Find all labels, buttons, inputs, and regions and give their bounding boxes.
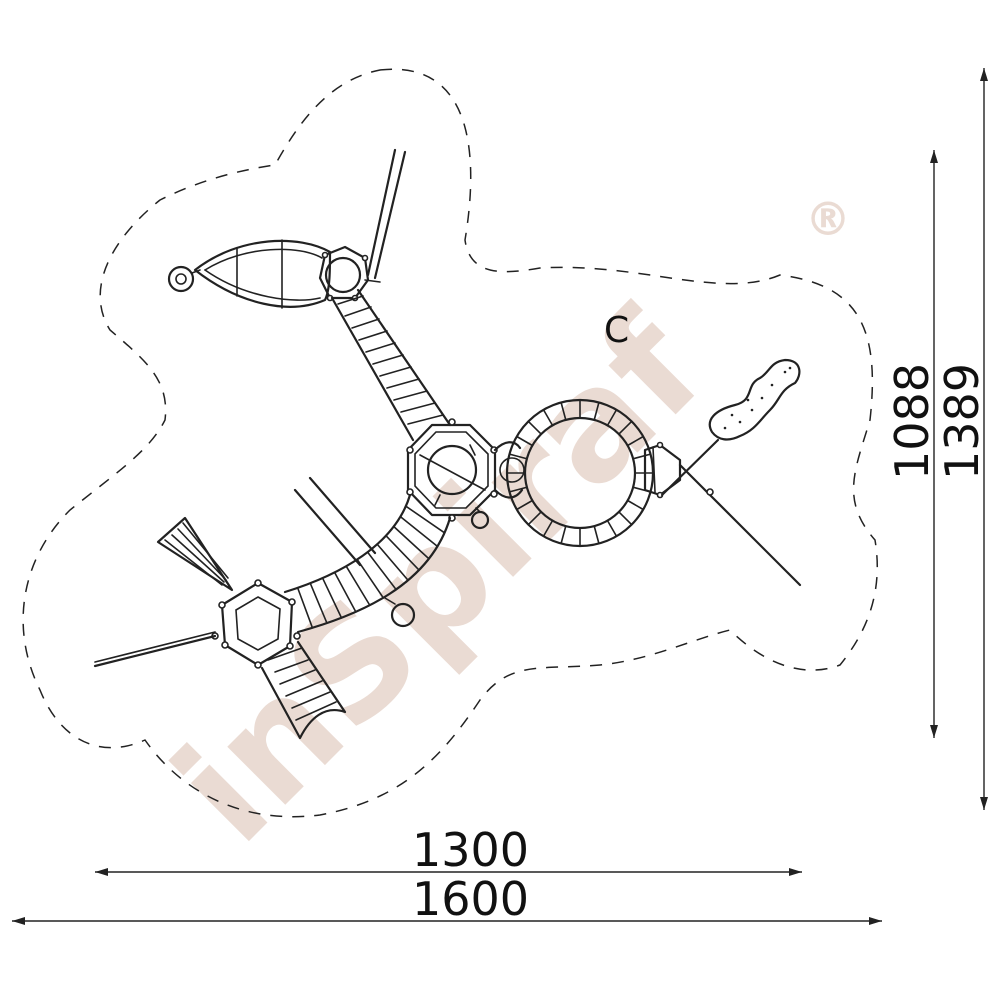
ring-rung	[626, 499, 645, 511]
watermark-text: inSpiraf	[142, 281, 737, 876]
dimension-width-outer	[12, 917, 882, 925]
dimension-height-inner	[930, 150, 938, 738]
curved-rung	[366, 551, 397, 591]
triangle-net	[156, 516, 234, 592]
ring-rung	[527, 420, 542, 435]
brand-watermark: inSpiraf	[142, 281, 737, 876]
curved-rung	[321, 577, 343, 619]
curved-rung	[345, 565, 371, 607]
watermark-registered-mark: ®	[805, 192, 851, 246]
slide	[260, 640, 347, 740]
curved-rung	[333, 571, 357, 613]
curved-rung	[356, 558, 385, 599]
ring-rung	[560, 525, 567, 545]
dimension-height-outer	[980, 68, 988, 810]
curved-rung	[376, 543, 409, 582]
curved-rung	[309, 582, 328, 624]
height-outer-label: 1389	[935, 363, 989, 480]
curved-ladder-bridge	[283, 493, 452, 634]
dimension-width-inner	[95, 868, 802, 876]
ring-rung	[606, 519, 618, 538]
ring-rung	[593, 401, 600, 421]
ring-rung	[618, 511, 633, 526]
boat-platform	[167, 239, 332, 309]
right-tower	[643, 438, 802, 587]
ring-rungs	[506, 399, 654, 547]
ladder-bridge-upper	[330, 288, 452, 442]
ring-rung	[508, 486, 528, 493]
top-railings	[364, 148, 407, 283]
wavy-climbing-board	[708, 358, 801, 441]
width-inner-label: 1300	[412, 823, 529, 877]
curved-rung	[405, 505, 446, 534]
ring-rung	[527, 511, 542, 526]
ring-rung	[542, 519, 554, 538]
zone-label: C	[604, 310, 629, 351]
long-pole	[93, 631, 217, 668]
ring-rung	[508, 453, 528, 460]
curved-rung	[399, 515, 439, 548]
central-tower	[406, 418, 498, 530]
bridge-ring	[384, 597, 416, 628]
curved-rung	[385, 534, 420, 571]
ring-rung	[618, 420, 633, 435]
ring-rung	[515, 499, 534, 511]
ring-rung	[593, 525, 600, 545]
ring-rung	[542, 408, 554, 427]
curved-rung	[296, 587, 314, 629]
safety-zone-outline	[22, 68, 879, 818]
curved-ladder-rungs	[296, 505, 446, 629]
lower-tower	[211, 579, 301, 669]
diagonal-poles	[293, 476, 377, 567]
curved-rung	[392, 525, 430, 560]
ring-rung	[632, 453, 652, 460]
ring-rung	[560, 401, 567, 421]
width-outer-label: 1600	[412, 872, 529, 926]
ring-rung	[606, 408, 618, 427]
ring-rung	[626, 435, 645, 447]
ring-rung	[515, 435, 534, 447]
height-inner-label: 1088	[885, 363, 939, 480]
